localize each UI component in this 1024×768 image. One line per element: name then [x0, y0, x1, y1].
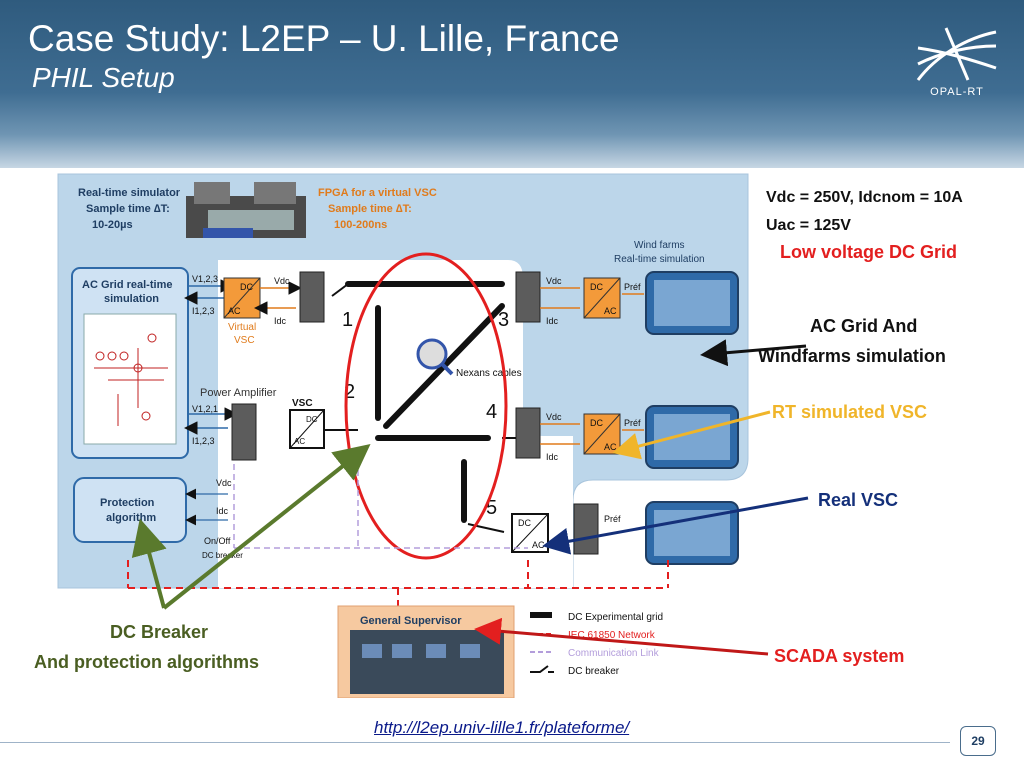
- svg-text:AC: AC: [532, 540, 545, 550]
- svg-text:DC: DC: [240, 282, 253, 292]
- svg-text:Idc: Idc: [216, 506, 229, 516]
- svg-text:2: 2: [344, 381, 355, 403]
- svg-text:VSC: VSC: [234, 335, 255, 346]
- svg-text:simulation: simulation: [104, 293, 159, 305]
- server-3-icon: [515, 271, 541, 323]
- protection-algorithm-box: Protection algorithm: [73, 477, 187, 543]
- svg-text:AC: AC: [604, 306, 617, 316]
- svg-text:3: 3: [498, 309, 509, 331]
- svg-text:DC: DC: [590, 418, 603, 428]
- annotation-rt-simulated-vsc: RT simulated VSC: [772, 402, 927, 422]
- slide-header: Case Study: L2EP – U. Lille, France PHIL…: [0, 0, 1024, 168]
- svg-text:V1,2,1: V1,2,1: [192, 404, 218, 414]
- svg-text:DC: DC: [518, 518, 531, 528]
- svg-text:V1,2,3: V1,2,3: [192, 274, 218, 284]
- svg-text:10-20µs: 10-20µs: [92, 219, 133, 231]
- svg-text:DC Breaker: DC Breaker: [110, 622, 208, 642]
- svg-text:DC Experimental grid: DC Experimental grid: [568, 612, 663, 623]
- svg-text:FPGA for a virtual VSC: FPGA for a virtual VSC: [318, 187, 437, 199]
- svg-text:algorithm: algorithm: [106, 512, 156, 524]
- svg-text:Wind farms: Wind farms: [634, 240, 685, 251]
- svg-text:100-200ns: 100-200ns: [334, 219, 387, 231]
- svg-text:1: 1: [342, 309, 353, 331]
- svg-text:IEC 61850 Network: IEC 61850 Network: [568, 630, 656, 641]
- slide-title: Case Study: L2EP – U. Lille, France: [28, 18, 620, 59]
- rt-vsc-box-3: DC AC: [583, 277, 621, 319]
- svg-text:On/Off: On/Off: [204, 536, 231, 546]
- svg-text:Real-time simulator: Real-time simulator: [78, 187, 181, 199]
- dc-grid-highlight-ellipse: [344, 252, 508, 560]
- opal-rt-logo: OPAL-RT: [916, 26, 998, 104]
- wind-farm-screens: [645, 271, 739, 565]
- svg-text:Préf: Préf: [624, 418, 641, 428]
- svg-text:Communication Link: Communication Link: [568, 648, 660, 659]
- server-5-icon: [573, 503, 599, 555]
- page-number-badge: 29: [960, 726, 996, 756]
- svg-text:Protection: Protection: [100, 497, 155, 509]
- svg-text:Sample time ∆T:: Sample time ∆T:: [86, 203, 170, 215]
- svg-text:DC: DC: [306, 415, 318, 424]
- svg-text:AC: AC: [604, 442, 617, 452]
- svg-text:DC breaker: DC breaker: [568, 666, 620, 677]
- svg-text:Vdc = 250V, Idcnom = 10A: Vdc = 250V, Idcnom = 10A: [766, 189, 963, 206]
- phil-setup-diagram: Real-time simulator Sample time ∆T: 10-2…: [28, 168, 998, 699]
- svg-text:General Supervisor: General Supervisor: [360, 615, 462, 627]
- annotation-real-vsc: Real VSC: [818, 490, 898, 510]
- server-4-icon: [515, 407, 541, 459]
- realtime-simulator-label: Real-time simulator Sample time ∆T: 10-2…: [78, 187, 181, 231]
- svg-text:Low voltage DC Grid: Low voltage DC Grid: [780, 242, 957, 262]
- annotation-dc-breaker: DC Breaker And protection algorithms: [34, 622, 259, 672]
- svg-text:Idc: Idc: [546, 452, 559, 462]
- amplifier-server-icon: [231, 403, 257, 461]
- dc-experimental-grid: [345, 281, 505, 523]
- svg-text:Vdc: Vdc: [546, 412, 562, 422]
- annotation-ac-grid-windfarms: AC Grid And Windfarms simulation: [758, 316, 946, 366]
- svg-text:Sample time ∆T:: Sample time ∆T:: [328, 203, 412, 215]
- svg-text:5: 5: [486, 497, 497, 519]
- node-numbers: 1 2 3 4 5: [342, 309, 509, 519]
- slide-subtitle: PHIL Setup: [32, 62, 175, 93]
- physical-vsc-box: VSC DC AC: [289, 398, 325, 449]
- svg-text:Préf: Préf: [624, 282, 641, 292]
- svg-text:Virtual: Virtual: [228, 322, 256, 333]
- svg-text:AC Grid real-time: AC Grid real-time: [82, 279, 172, 291]
- grid-specs: Vdc = 250V, Idcnom = 10A Uac = 125V Low …: [766, 189, 963, 262]
- svg-text:I1,2,3: I1,2,3: [192, 436, 215, 446]
- svg-text:Idc: Idc: [546, 316, 559, 326]
- real-vsc-box-5: DC AC: [511, 513, 549, 553]
- server-1-icon: [299, 271, 325, 323]
- svg-text:I1,2,3: I1,2,3: [192, 306, 215, 316]
- simulator-hardware-icon: [186, 182, 306, 238]
- svg-text:VSC: VSC: [292, 398, 313, 409]
- svg-text:4: 4: [486, 401, 497, 423]
- nexans-cables-magnifier: Nexans cables: [416, 338, 522, 379]
- svg-text:Real-time simulation: Real-time simulation: [614, 254, 705, 265]
- ac-grid-simulation-box: AC Grid real-time simulation: [71, 267, 189, 459]
- svg-text:Windfarms simulation: Windfarms simulation: [758, 346, 946, 366]
- svg-text:Nexans cables: Nexans cables: [456, 368, 522, 379]
- svg-text:Vdc: Vdc: [546, 276, 562, 286]
- general-supervisor-panel: General Supervisor: [337, 605, 515, 699]
- svg-text:Uac = 125V: Uac = 125V: [766, 217, 851, 234]
- svg-text:DC breaker: DC breaker: [202, 551, 243, 560]
- platform-url-link[interactable]: http://l2ep.univ-lille1.fr/plateforme/: [374, 718, 630, 737]
- power-amplifier-label: Power Amplifier: [200, 387, 277, 399]
- svg-text:AC: AC: [294, 437, 305, 446]
- svg-text:AC: AC: [228, 306, 241, 316]
- svg-text:Idc: Idc: [274, 316, 287, 326]
- rt-vsc-box-4: DC AC: [583, 413, 621, 455]
- fpga-label: FPGA for a virtual VSC Sample time ∆T: 1…: [318, 187, 437, 231]
- svg-text:Vdc: Vdc: [274, 276, 290, 286]
- wind-farms-label: Wind farms Real-time simulation: [614, 240, 705, 265]
- svg-text:And protection algorithms: And protection algorithms: [34, 652, 259, 672]
- svg-text:Préf: Préf: [604, 514, 621, 524]
- footer-divider: [0, 742, 950, 743]
- svg-text:AC Grid And: AC Grid And: [810, 316, 917, 336]
- svg-text:Vdc: Vdc: [216, 478, 232, 488]
- annotation-scada-system: SCADA system: [774, 646, 904, 666]
- svg-text:DC: DC: [590, 282, 603, 292]
